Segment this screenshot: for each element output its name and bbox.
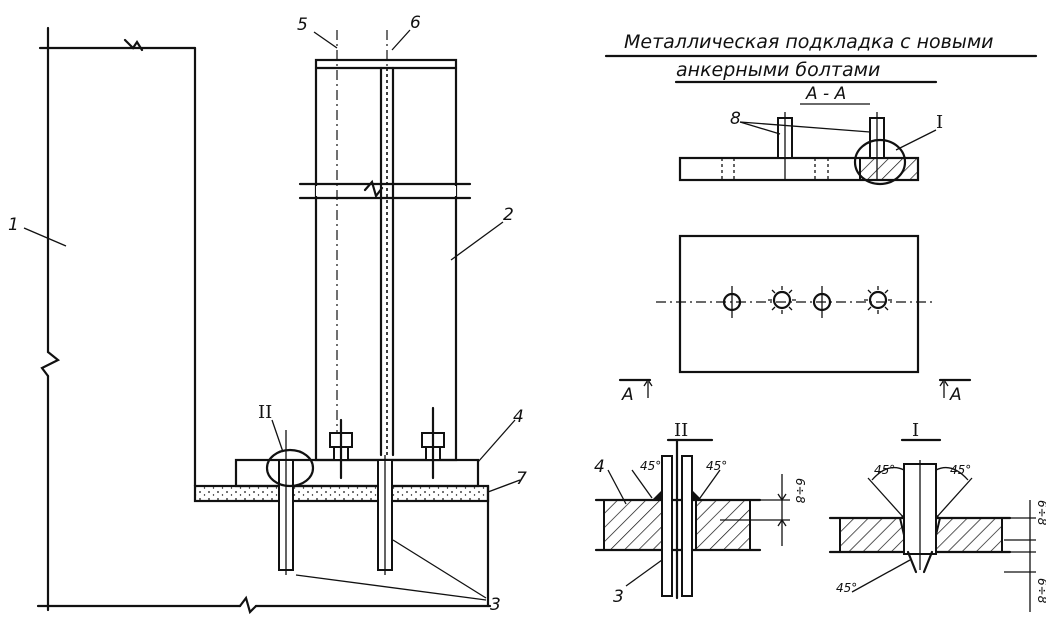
grout-bed: [193, 484, 490, 503]
section-marker-left: А: [621, 385, 634, 405]
welded-hole-2: [864, 286, 892, 314]
callout-II: II: [258, 402, 272, 423]
section-label: А - А: [805, 84, 846, 104]
title-line-2: анкерными болтами: [676, 59, 880, 81]
detail-I: I 45° 45° 45° 6÷8 6÷8: [828, 420, 1046, 612]
callout-7: 7: [516, 469, 527, 489]
detail-I-title: I: [912, 420, 919, 441]
welded-hole-1: [768, 286, 796, 314]
callout-3-detail: 3: [613, 587, 624, 607]
steel-column: [298, 30, 472, 462]
dimension-I-top: 6÷8: [1035, 500, 1046, 526]
angle-I-right: 45°: [950, 463, 971, 477]
title-block: Металлическая подкладка с новыми анкерны…: [604, 31, 1038, 105]
anchor-nut-left: [329, 418, 353, 480]
plan-view: А А: [618, 234, 972, 405]
callout-3: 3: [490, 595, 501, 615]
angle-II-right: 45°: [706, 459, 727, 473]
callout-1: 1: [8, 215, 19, 235]
callout-4: 4: [513, 407, 524, 427]
detail-II-circle: [265, 448, 315, 488]
section-marker-right: А: [949, 385, 962, 405]
callout-I: I: [936, 112, 943, 133]
dimension-II: 6÷8: [793, 478, 807, 504]
detail-II-title: II: [674, 420, 688, 441]
anchor-bolt-center: [377, 455, 393, 575]
foundation-outline: [36, 26, 492, 615]
dimension-I-bottom: 6÷8: [1035, 578, 1046, 604]
title-line-1: Металлическая подкладка с новыми: [624, 31, 994, 53]
angle-I-bottom: 45°: [836, 581, 857, 595]
base-plate: [234, 458, 480, 488]
anchor-nut-right: [421, 406, 445, 480]
angle-I-left: 45°: [874, 463, 895, 477]
callout-6: 6: [410, 13, 421, 33]
section-a-a: 8 I: [678, 109, 943, 186]
callout-8: 8: [730, 109, 741, 129]
main-elevation: 1 2 3 4 5 6 7 II: [8, 13, 527, 615]
angle-II-left: 45°: [640, 459, 661, 473]
callout-4-detail: 4: [594, 457, 605, 477]
detail-II: II 45° 45° 6÷8 4 3: [594, 420, 807, 607]
callout-5: 5: [297, 15, 308, 35]
callout-2: 2: [503, 205, 514, 225]
anchor-bolt-left: [278, 430, 294, 575]
